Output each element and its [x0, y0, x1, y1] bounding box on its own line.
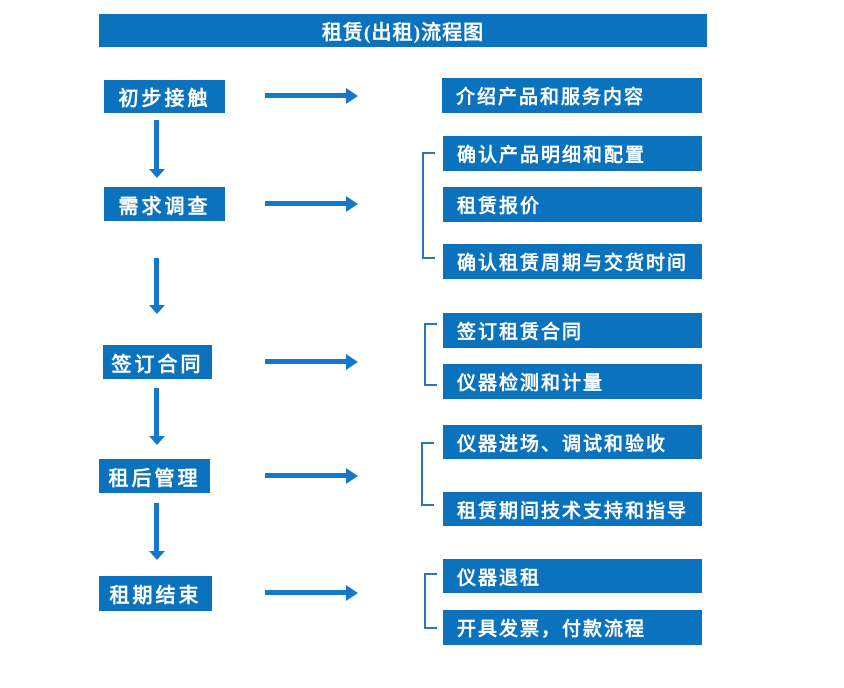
title-bar: 租赁(出租)流程图	[99, 14, 707, 47]
detail-box-technical-support: 租赁期间技术支持和指导	[443, 492, 702, 526]
detail-box-instrument-return: 仪器退租	[443, 559, 702, 593]
arrow-shaft	[265, 93, 346, 98]
arrow-right-icon	[265, 354, 358, 370]
group-bracket	[421, 442, 434, 506]
arrow-head	[149, 551, 165, 560]
arrow-down-icon	[149, 258, 165, 314]
arrow-head	[346, 354, 358, 370]
step-box-post-rental-management: 租后管理	[99, 459, 210, 493]
arrow-head	[346, 196, 358, 212]
arrow-shaft	[154, 503, 159, 551]
step-box-demand-survey: 需求调查	[104, 187, 225, 221]
arrow-shaft	[265, 590, 346, 595]
arrow-down-icon	[149, 503, 165, 560]
arrow-shaft	[265, 359, 346, 364]
arrow-head	[149, 305, 165, 314]
detail-box-confirm-period-delivery: 确认租赁周期与交货时间	[443, 244, 702, 279]
arrow-head	[346, 585, 358, 601]
detail-box-confirm-product-config: 确认产品明细和配置	[443, 136, 702, 171]
group-bracket	[424, 323, 437, 386]
arrow-shaft	[154, 388, 159, 436]
arrow-shaft	[265, 473, 346, 478]
arrow-down-icon	[149, 388, 165, 445]
arrow-right-icon	[265, 585, 358, 601]
step-box-sign-contract: 签订合同	[103, 345, 212, 379]
arrow-right-icon	[265, 88, 358, 104]
detail-box-invoice-payment: 开具发票，付款流程	[443, 610, 702, 645]
arrow-down-icon	[149, 120, 165, 178]
arrow-shaft	[154, 120, 159, 169]
arrow-right-icon	[265, 196, 358, 212]
group-bracket	[424, 573, 437, 629]
step-box-rental-end: 租期结束	[99, 576, 212, 611]
detail-box-sign-rental-contract: 签订租赁合同	[443, 313, 702, 348]
arrow-shaft	[154, 258, 159, 305]
detail-box-instrument-testing: 仪器检测和计量	[443, 364, 702, 399]
page-title: 租赁(出租)流程图	[321, 22, 485, 44]
arrow-shaft	[265, 201, 346, 206]
detail-box-instrument-setup-acceptance: 仪器进场、调试和验收	[443, 425, 702, 459]
detail-box-rental-quotation: 租赁报价	[443, 187, 702, 222]
arrow-head	[149, 169, 165, 178]
arrow-right-icon	[265, 468, 358, 484]
detail-box-introduce-products: 介绍产品和服务内容	[442, 78, 702, 113]
arrow-head	[346, 88, 358, 104]
arrow-head	[149, 436, 165, 445]
arrow-head	[346, 468, 358, 484]
step-box-initial-contact: 初步接触	[104, 80, 225, 113]
group-bracket	[422, 152, 435, 259]
